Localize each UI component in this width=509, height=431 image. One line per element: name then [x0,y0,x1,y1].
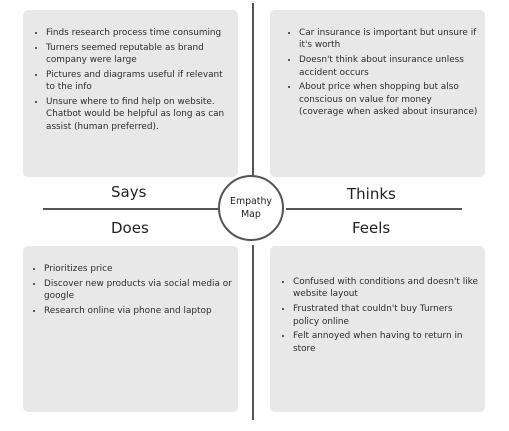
feels-box: Confused with conditions and doesn't lik… [270,246,485,412]
does-box: Prioritizes price Discover new products … [23,246,238,412]
thinks-item: About price when shopping but also consc… [299,81,479,118]
thinks-box: Car insurance is important but unsure if… [270,10,485,177]
thinks-list: Car insurance is important but unsure if… [285,27,479,118]
says-item: Pictures and diagrams useful if relevant… [46,69,232,94]
does-label: Does [111,219,149,237]
says-box: Finds research process time consuming Tu… [23,10,238,177]
does-item: Prioritizes price [44,263,234,275]
center-title-line2: Map [241,209,261,220]
does-item: Research online via phone and laptop [44,305,234,317]
feels-item: Frustrated that couldn't buy Turners pol… [293,303,481,328]
horizontal-divider-right [286,208,462,210]
says-item: Turners seemed reputable as brand compan… [46,42,232,67]
feels-label: Feels [352,219,391,237]
feels-list: Confused with conditions and doesn't lik… [279,276,481,355]
says-label: Says [111,183,147,201]
says-item: Unsure where to find help on website. Ch… [46,96,232,133]
thinks-item: Doesn't think about insurance unless acc… [299,54,479,79]
center-title-line1: Empathy [230,196,272,207]
thinks-label: Thinks [347,185,396,203]
says-item: Finds research process time consuming [46,27,232,39]
says-list: Finds research process time consuming Tu… [32,27,232,133]
feels-item: Confused with conditions and doesn't lik… [293,276,481,301]
does-list: Prioritizes price Discover new products … [30,263,234,317]
horizontal-divider-left [43,208,221,210]
feels-item: Felt annoyed when having to return in st… [293,330,481,355]
empathy-map-center: Empathy Map [218,175,284,241]
does-item: Discover new products via social media o… [44,278,234,303]
vertical-divider-top [252,3,254,183]
vertical-divider-bottom [252,245,254,420]
thinks-item: Car insurance is important but unsure if… [299,27,479,52]
